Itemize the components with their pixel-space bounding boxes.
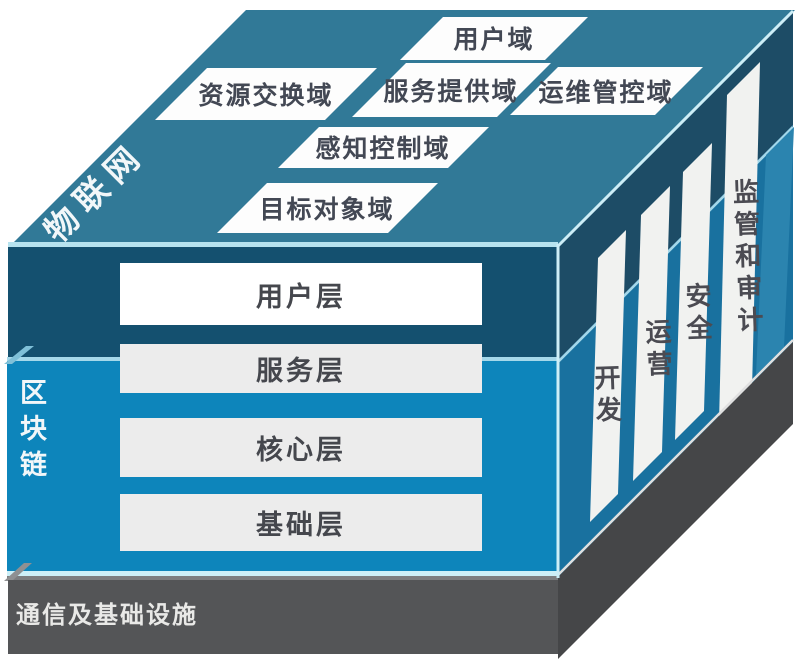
layer-label-foundation: 基础层 [256,510,346,540]
domain-box-resource-exchange [155,68,377,120]
pillar-label-security: 安全 [681,281,714,347]
front-top-edge-highlight [8,242,558,247]
pillar-strip-security [675,143,712,440]
domain-label-service-provision: 服务提供域 [383,78,519,106]
base-top-edge-highlight [7,571,558,576]
domain-label-user: 用户域 [453,26,535,54]
pillar-strip-extra [756,127,794,375]
domain-box-target-object [217,183,438,233]
blockchain-edge-label: 区块链 [16,378,46,486]
base-side-edge-highlight [557,339,794,576]
domain-label-om-control: 运维管控域 [538,79,674,107]
domain-box-om-control [510,67,703,115]
base-side-face [558,342,793,659]
domain-box-user [400,17,588,60]
base-slab-corner-sliver [4,563,32,581]
layer-box-core [120,418,482,477]
layer-label-service: 服务层 [256,356,346,386]
domain-label-perception-control: 感知控制域 [315,135,451,163]
layer-label-user: 用户层 [256,281,346,312]
layer-box-user [120,263,482,325]
pillar-strip-dev [590,230,626,522]
domain-box-service-provision [352,63,551,117]
blockchain-slab-corner-sliver [4,346,34,364]
base-top-sliver [7,576,558,580]
pillar-label-dev: 开发 [590,363,623,429]
side-top-edge-highlight [556,9,795,248]
pillar-label-audit: 监管和审计 [728,177,765,339]
pillar-strip-ops [633,186,670,481]
domain-box-perception-control [278,127,489,168]
layer-box-service [120,344,482,393]
layer-box-foundation [120,494,482,551]
domain-label-target-object: 目标对象域 [259,196,395,224]
base-label: 通信及基础设施 [16,601,198,629]
pillar-strip-audit [719,62,760,423]
base-front-face [8,580,558,654]
layer-label-core: 核心层 [256,435,346,465]
pillar-label-ops: 运营 [641,317,674,383]
domain-label-resource-exchange: 资源交换域 [198,82,334,110]
